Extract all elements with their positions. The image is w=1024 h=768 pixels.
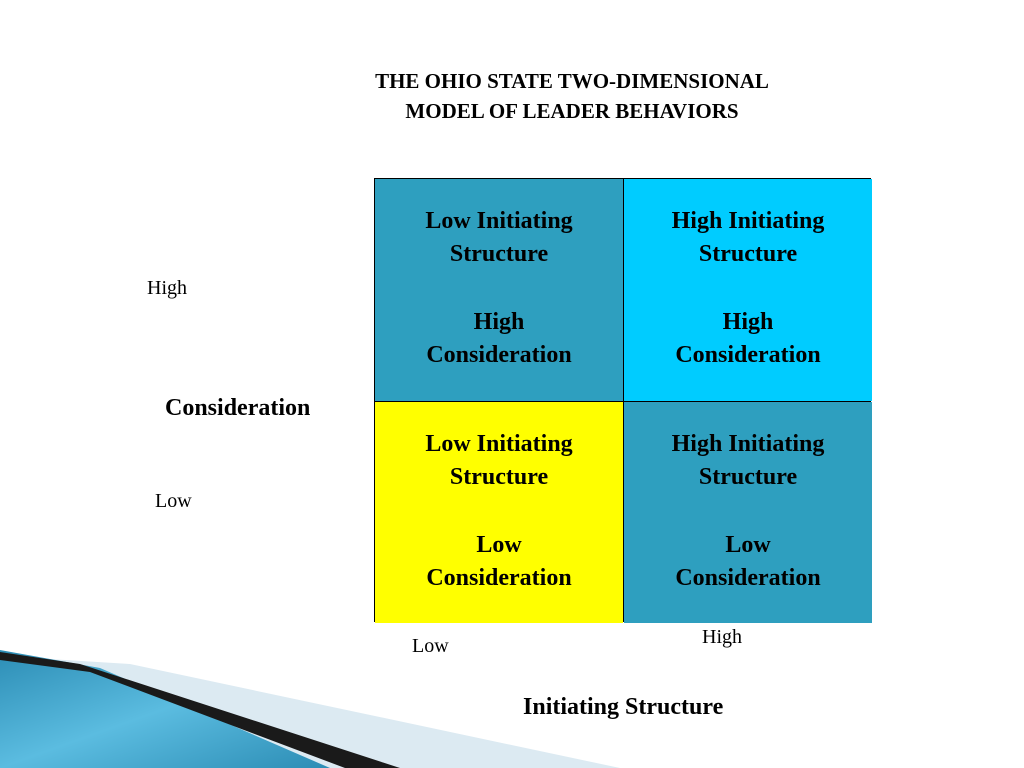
quadrant-text-line: Low Initiating [425,208,573,234]
quadrant-text-line: Structure [698,464,798,490]
quadrant-consideration-text: High Consideration [375,306,623,372]
x-axis-title: Initiating Structure [523,694,724,720]
ribbon-blue-band [0,650,330,768]
quadrant-text-line: Consideration [426,565,572,591]
quadrant-text-line: Consideration [426,342,572,368]
quadrant-text-line: Structure [449,464,549,490]
quadrant-text-line: Consideration [675,342,821,368]
y-axis-high-label: High [147,277,187,299]
quadrant-bottom-right: High Initiating Structure Low Considerat… [624,402,872,623]
quadrant-consideration-text: High Consideration [624,306,872,372]
quadrant-text-line: High Initiating [671,208,825,234]
leadership-quadrant-grid: Low Initiating Structure High Considerat… [374,178,872,623]
x-axis-high-label: High [702,626,742,648]
quadrant-consideration-text: Low Consideration [375,529,623,595]
quadrant-text-line: Consideration [675,565,821,591]
quadrant-consideration-text: Low Consideration [624,529,872,595]
quadrant-structure-text: Low Initiating Structure [375,205,623,271]
quadrant-text-line: High [722,309,774,335]
ribbon-dark-band [0,652,400,768]
quadrant-bottom-left: Low Initiating Structure Low Considerati… [375,402,623,623]
quadrant-text-line: Low [476,532,522,558]
y-axis-title: Consideration [165,395,311,421]
slide-title: THE OHIO STATE TWO-DIMENSIONAL MODEL OF … [272,66,872,126]
quadrant-structure-text: High Initiating Structure [624,205,872,271]
quadrant-text-line: High [473,309,525,335]
quadrant-text-line: Structure [698,241,798,267]
y-axis-low-label: Low [155,490,192,512]
quadrant-text-line: Low Initiating [425,431,573,457]
quadrant-structure-text: Low Initiating Structure [375,428,623,494]
quadrant-text-line: High Initiating [671,431,825,457]
quadrant-top-right: High Initiating Structure High Considera… [624,179,872,401]
x-axis-low-label: Low [412,635,449,657]
quadrant-top-left: Low Initiating Structure High Considerat… [375,179,623,401]
quadrant-text-line: Structure [449,241,549,267]
title-line-2: MODEL OF LEADER BEHAVIORS [405,99,739,123]
title-line-1: THE OHIO STATE TWO-DIMENSIONAL [375,69,769,93]
quadrant-text-line: Low [725,532,771,558]
quadrant-structure-text: High Initiating Structure [624,428,872,494]
